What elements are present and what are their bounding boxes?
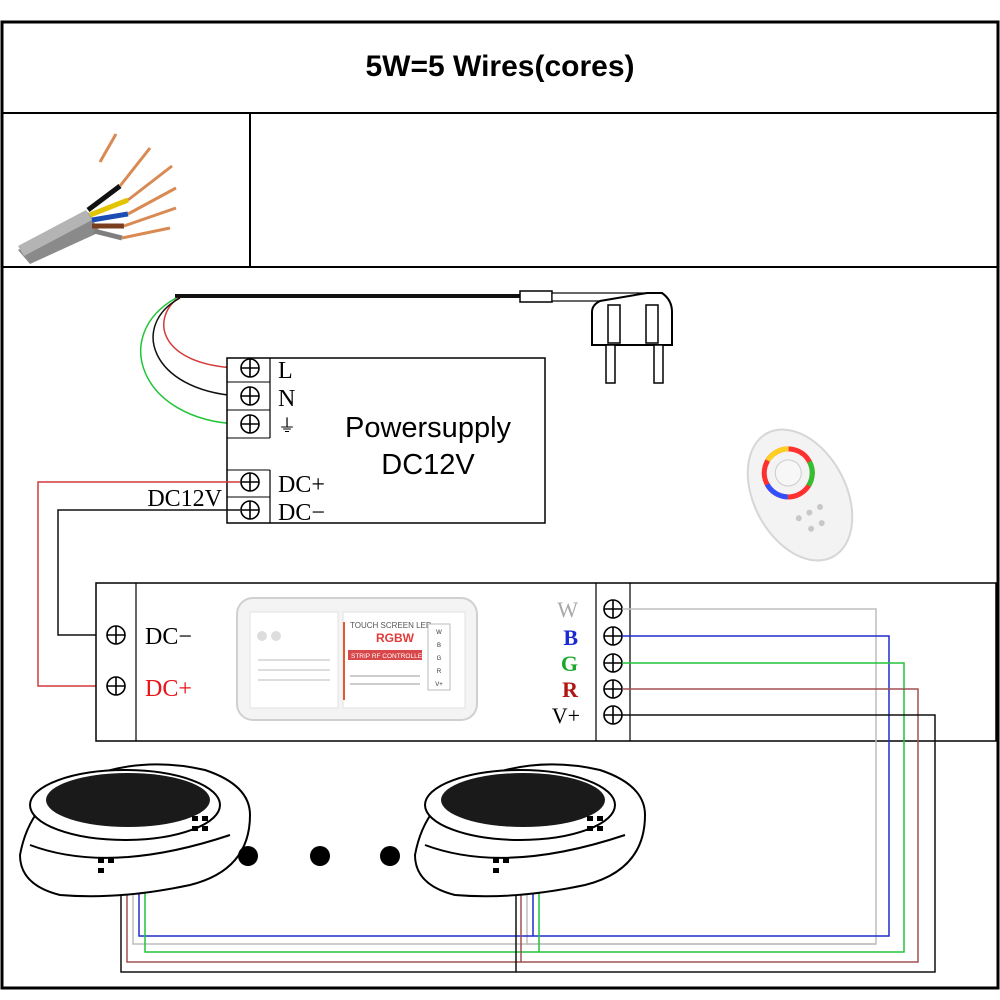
ps-name: Powersupply (345, 412, 512, 444)
ps-voltage: DC12V (381, 449, 475, 481)
ps-output-label: DC12V (147, 486, 222, 512)
screw-terminal-icon (603, 705, 623, 725)
mains-wires (140, 297, 239, 425)
cable-icon (18, 133, 177, 264)
module-title-top: TOUCH SCREEN LED (350, 621, 432, 630)
pool-light-icon (413, 763, 647, 898)
ctrl-input-dcminus: DC− (145, 624, 192, 650)
ps-terminal-ground: ⏚ (278, 416, 296, 436)
ctrl-output-b: B (563, 625, 578, 650)
table-title: 5W=5 Wires(cores) (365, 50, 635, 83)
screw-terminal-icon (603, 653, 623, 673)
module-ch-w: W (436, 630, 442, 636)
module-ch-g: G (437, 656, 442, 662)
ctrl-output-vplus: V+ (552, 703, 580, 728)
ctrl-output-r: R (562, 677, 579, 702)
module-ch-b: B (437, 643, 441, 649)
ps-terminal-dcplus: DC+ (278, 472, 325, 498)
screw-terminal-icon (603, 679, 623, 699)
remote-icon (746, 428, 854, 562)
table-grid (0, 20, 1000, 990)
ctrl-output-g: G (561, 651, 578, 676)
screw-terminal-icon (603, 626, 623, 646)
screw-terminal-icon (240, 414, 260, 434)
ps-terminal-l: L (278, 358, 293, 384)
ps-terminal-n: N (278, 386, 295, 412)
module-subtitle: STRIP RF CONTROLLER (351, 653, 427, 660)
module-title-main: RGBW (376, 631, 415, 645)
more-lights-dots (238, 846, 400, 866)
rgbw-controller: DC− DC+ W B G R V+ TOUCH SCREEN LED RGBW… (95, 582, 997, 742)
output-wires (120, 608, 936, 973)
power-supply: L N ⏚ DC+ DC− Powersupply DC12V DC12V (147, 357, 546, 526)
dc-wires (37, 481, 240, 687)
screw-terminal-icon (106, 625, 126, 645)
ctrl-output-w: W (557, 597, 578, 622)
module-ch-vplus: V+ (435, 682, 443, 688)
pool-light-icon (18, 763, 252, 898)
screw-terminal-icon (106, 676, 126, 696)
controller-module: TOUCH SCREEN LED RGBW STRIP RF CONTROLLE… (236, 597, 478, 721)
module-ch-r: R (437, 669, 442, 675)
ps-terminal-dcminus: DC− (278, 500, 325, 526)
screw-terminal-icon (240, 472, 260, 492)
screw-terminal-icon (240, 386, 260, 406)
screw-terminal-icon (240, 500, 260, 520)
ctrl-input-dcplus: DC+ (145, 676, 192, 702)
screw-terminal-icon (240, 358, 260, 378)
plug-icon (175, 290, 673, 384)
screw-terminal-icon (603, 599, 623, 619)
